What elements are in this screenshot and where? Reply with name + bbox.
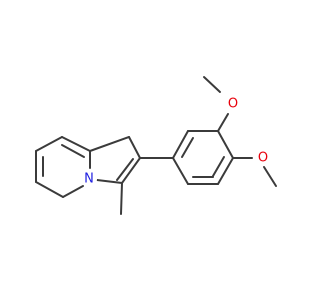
- bond: [217, 157, 234, 185]
- bond: [172, 130, 189, 159]
- oxygen-atom-top: O: [225, 96, 241, 112]
- bond: [121, 157, 141, 184]
- bond: [217, 130, 234, 159]
- molecule-structure: N O O: [35, 76, 277, 215]
- bond: [35, 181, 64, 198]
- pyrrole-ring: [89, 136, 141, 184]
- bond: [263, 166, 277, 187]
- pyridine-ring: [35, 136, 91, 198]
- bond: [89, 136, 130, 152]
- bond: [61, 144, 85, 158]
- bond: [203, 76, 221, 93]
- oxygen-label-top: O: [228, 97, 238, 112]
- bond: [61, 136, 91, 152]
- methyl-bond: [120, 182, 123, 215]
- bond: [128, 136, 141, 159]
- oxygen-label-right: O: [258, 151, 268, 166]
- bond: [96, 179, 123, 184]
- nitrogen-atom: N: [81, 171, 97, 187]
- bond: [172, 157, 189, 185]
- bond: [35, 136, 63, 152]
- bond: [217, 113, 229, 132]
- methoxy-right: [232, 157, 277, 187]
- oxygen-atom-right: O: [255, 150, 271, 166]
- nitrogen-label: N: [84, 172, 94, 187]
- phenyl-ring: [172, 130, 234, 185]
- bond: [116, 158, 134, 181]
- bond: [212, 156, 225, 177]
- methoxy-top: [203, 76, 229, 132]
- bond: [62, 185, 84, 198]
- bond: [181, 137, 194, 158]
